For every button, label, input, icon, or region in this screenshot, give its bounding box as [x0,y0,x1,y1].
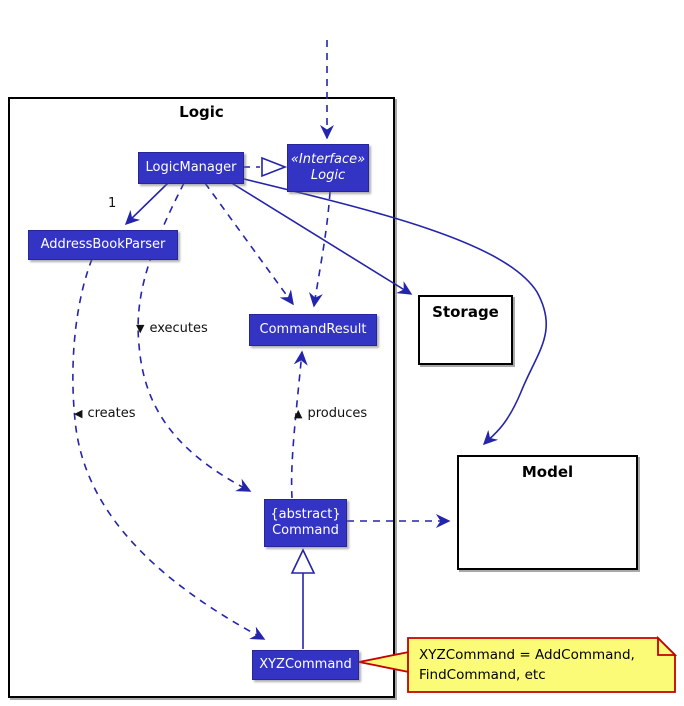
edge-logic-to-commandresult [308,191,331,308]
note-body [407,637,676,693]
edge-logicmanager-to-addressbookparser [124,182,169,226]
component-storage: Storage [418,295,513,365]
class-logicmanager-label: LogicManager [145,159,237,175]
note-line-2: FindCommand, etc [419,667,546,684]
produces-direction-icon: ▲ [294,407,303,420]
logic-interface-stereotype: «Interface» [290,151,366,167]
class-commandresult: CommandResult [249,314,377,346]
class-addressbookparser-label: AddressBookParser [40,236,166,252]
class-addressbookparser: AddressBookParser [28,230,178,260]
class-commandresult-label: CommandResult [259,321,367,337]
edge-logicmanager-to-commandresult [204,182,294,306]
class-xyzcommand: XYZCommand [252,650,359,680]
class-command-stereotype: {abstract} [270,506,341,522]
note-fold-icon [657,635,678,656]
realization-triangle-icon [261,156,288,178]
creates-label: ◀ creates [74,406,136,421]
component-model-title: Model [521,463,574,481]
executes-label-text: executes [149,321,208,336]
xyzcommand-note: XYZCommand = AddCommand, FindCommand, et… [419,645,635,686]
component-model: Model [457,455,638,570]
note-connector [358,650,410,674]
logic-frame: Logic [8,97,395,698]
edge-addressbookparser-creates-xyzcommand [72,258,266,640]
edge-logicmanager-to-storage [229,181,413,295]
executes-direction-icon: ▼ [136,322,145,335]
produces-label-text: produces [307,406,368,421]
class-command-label: Command [272,523,339,538]
logic-interface-label: Logic [310,168,346,183]
class-xyzcommand-label: XYZCommand [259,656,352,672]
class-command: {abstract} Command [264,499,347,547]
creates-direction-icon: ◀ [74,407,83,420]
multiplicity-label: 1 [108,196,117,211]
creates-label-text: creates [87,406,136,421]
inheritance-triangle-icon [290,548,316,574]
executes-label: ▼ executes [136,321,208,336]
edge-logicmanager-to-model [239,177,547,446]
logic-frame-title: Logic [179,103,224,121]
edge-command-produces-commandresult [290,350,308,499]
class-logicmanager: LogicManager [138,152,244,184]
class-logic-interface: «Interface» Logic [287,144,369,192]
component-storage-title: Storage [432,303,499,321]
edge-logicmanager-executes-command [137,182,252,492]
note-line-1: XYZCommand = AddCommand, [419,647,635,663]
produces-label: ▲ produces [294,406,367,421]
